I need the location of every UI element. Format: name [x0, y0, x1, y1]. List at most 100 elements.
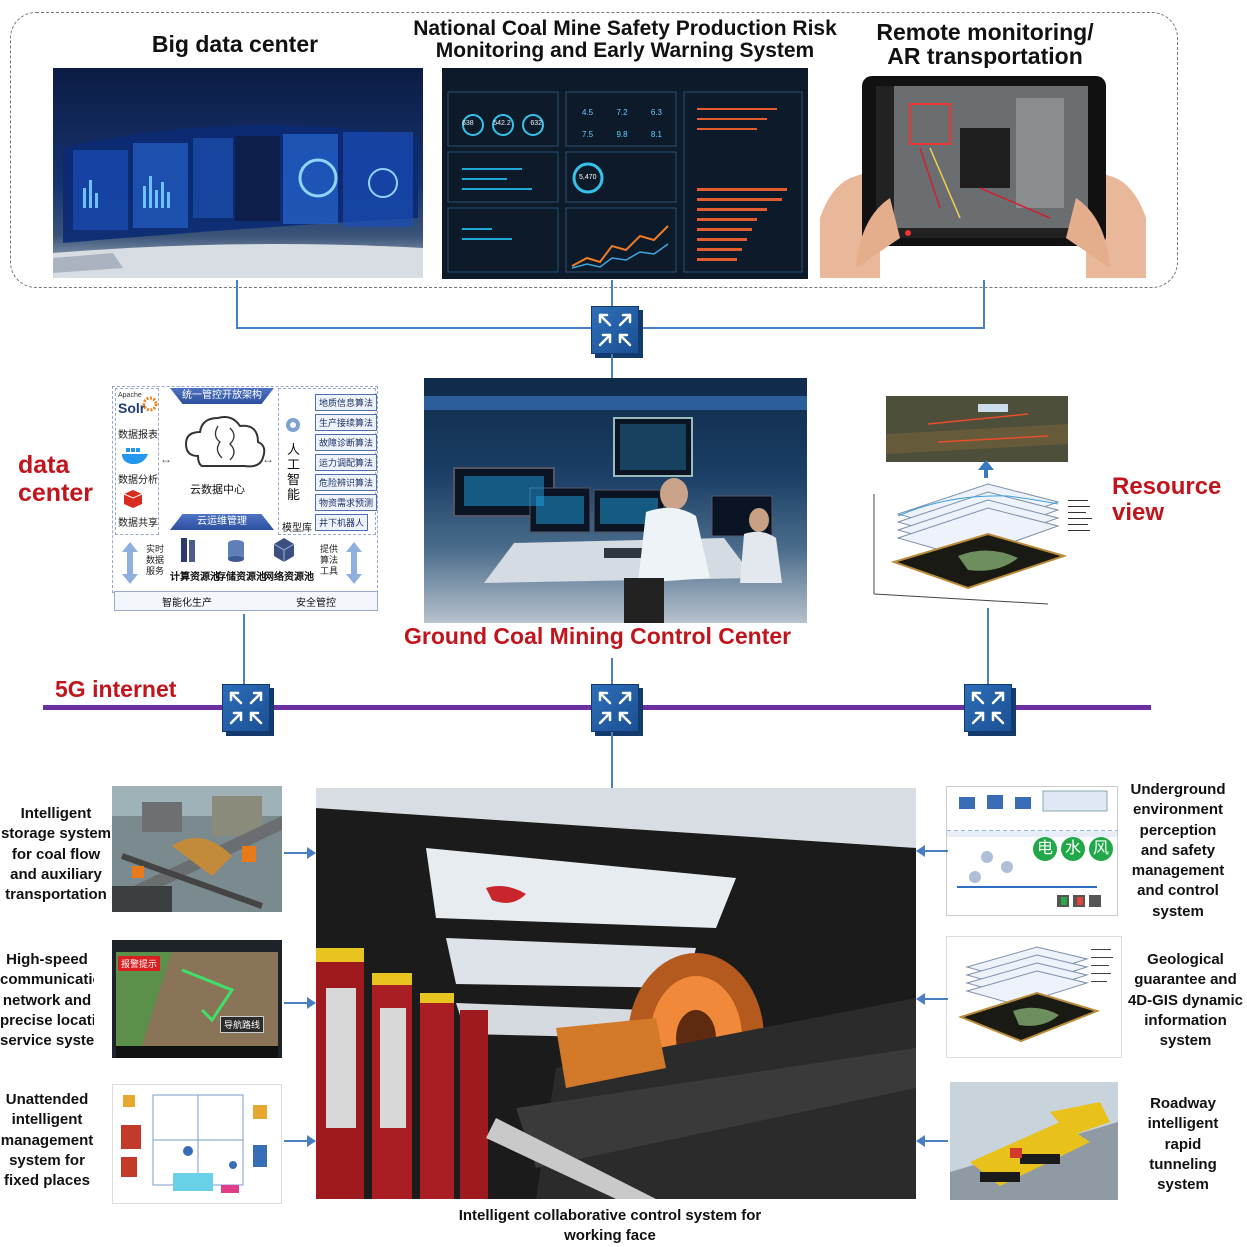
double-arrow-right-icon: ↔: [262, 452, 274, 466]
dash-value-7: 7.5: [582, 130, 594, 139]
switch-left: [222, 684, 270, 732]
video-wall-graphic: [53, 125, 423, 278]
footer-safety-control: 安全管控: [296, 598, 336, 609]
algo-robot: 井下机器人: [315, 514, 369, 531]
arrow-geo-to-face: [916, 993, 948, 1005]
double-arrow-left-icon: ↔: [160, 452, 172, 466]
cloud-brain-icon: [184, 416, 266, 468]
ground-control-center-photo: [424, 378, 807, 623]
unattended-system-image: [112, 1084, 282, 1204]
tablet-graphic: [820, 76, 1146, 278]
switch-arrows-icon: [229, 691, 263, 725]
network-gear-icon: [286, 418, 300, 432]
alarm-tag: 报警提示: [118, 956, 161, 971]
dash-value-2: 542.2: [493, 120, 511, 127]
caption-line2: working face: [564, 1227, 656, 1245]
tunneling-system-image: [950, 1082, 1118, 1200]
control-center-title: Ground Coal Mining Control Center: [404, 623, 792, 649]
risk-title-line1: National Coal Mine Safety Production Ris…: [413, 17, 837, 40]
label-line: Intelligent: [20, 805, 92, 822]
electric-icon: 电: [1033, 837, 1057, 861]
updown-arrow-right-icon: [346, 542, 362, 584]
footer-smart-production: 智能化生产: [162, 598, 212, 609]
algo-hazard: 危险辨识算法: [315, 474, 378, 491]
updown-arrow-left-icon: [122, 542, 138, 584]
unified-arch-bar: 统一管控开放架构: [170, 388, 274, 404]
coal-storage-graphic: [112, 786, 282, 912]
water-icon: 水: [1061, 837, 1085, 861]
wind-icon: 风: [1089, 837, 1113, 861]
dash-value-8: 9.8: [616, 130, 628, 139]
label-line: and safety: [1140, 841, 1216, 859]
label-line: environment: [1132, 801, 1223, 819]
arrow-unattended-to-face: [284, 1135, 316, 1147]
label-line: for coal flow: [11, 845, 101, 863]
algo-fault: 故障诊断算法: [315, 434, 378, 451]
environment-network-graphic: [947, 790, 1117, 907]
label-line: system: [1157, 1176, 1209, 1193]
arrow-tunnel-to-face: [916, 1135, 948, 1147]
switch-arrows-icon: [598, 313, 632, 347]
storage-db-icon: [228, 540, 244, 562]
label-line: management: [1131, 862, 1225, 879]
label-line: High-speed: [6, 951, 88, 968]
label-line: system: [1152, 902, 1204, 920]
cloud-label: 云数据中心: [190, 484, 245, 496]
label-line: 4D-GIS dynamic: [1127, 991, 1244, 1009]
switch-top: [591, 306, 639, 354]
data-center-label: data center: [18, 451, 94, 507]
connector-bigdata: [236, 280, 238, 328]
label-line: network and: [2, 991, 92, 1009]
label-line: system for: [9, 1151, 85, 1169]
remote-monitoring-title: Remote monitoring/ AR transportation: [850, 20, 1120, 68]
ar-tablet-image: [820, 68, 1146, 278]
left-item-report: 数据报表: [118, 430, 158, 441]
risk-monitoring-dashboard: 638 542.2 632 4.5 7.2 6.3 7.5 9.8 8.1 5,…: [442, 68, 808, 279]
big-data-title: Big data center: [151, 31, 319, 57]
label-line: and control: [1137, 882, 1219, 900]
fixed-places-graphic: [121, 1094, 267, 1193]
environment-system-image: 电 水 风: [946, 786, 1118, 916]
data-center-line2: center: [18, 478, 94, 507]
label-line: rapid: [1164, 1135, 1202, 1153]
dash-value-1: 638: [462, 120, 474, 127]
algo-production: 生产接续算法: [315, 414, 378, 431]
route-tag: 导航路线: [220, 1016, 265, 1033]
connector-network-to-face: [611, 732, 613, 788]
model-library-label: 模型库: [282, 523, 312, 534]
label-line: communication: [0, 971, 94, 989]
dash-value-10: 5,470: [579, 174, 597, 181]
switch-arrows-icon: [598, 691, 632, 725]
label-geological-system: Geological guarantee and 4D-GIS dynamic …: [1124, 950, 1247, 1051]
algo-tool-label: 提供算法工具: [320, 544, 339, 576]
dash-value-3: 632: [530, 120, 542, 127]
working-face-photo: [316, 788, 916, 1199]
connector-resource-network: [987, 608, 989, 684]
label-line: information: [1144, 1011, 1227, 1029]
tunneling-machine-graphic: [950, 1082, 1118, 1200]
label-line: intelligent: [11, 1111, 83, 1129]
arrow-comm-to-face: [284, 997, 316, 1009]
coal-shearer-graphic: [316, 788, 916, 1199]
control-room-graphic: [424, 396, 807, 623]
risk-system-title: National Coal Mine Safety Production Ris…: [395, 17, 855, 62]
communication-system-image: 报警提示 导航路线: [112, 940, 282, 1058]
label-line: service system: [0, 1032, 94, 1049]
algo-transport: 运力调配算法: [315, 454, 378, 471]
redis-cube-icon: [123, 490, 143, 508]
connector-datacenter-network: [243, 614, 245, 684]
label-environment-system: Underground environment perception and s…: [1118, 780, 1238, 922]
label-line: Underground: [1130, 781, 1226, 798]
dash-value-6: 6.3: [650, 108, 662, 117]
dash-value-9: 8.1: [650, 130, 662, 139]
label-tunneling-system: Roadway intelligent rapid tunneling syst…: [1124, 1094, 1242, 1195]
solr-sun-icon: [142, 396, 158, 412]
5g-internet-label: 5G internet: [55, 676, 177, 702]
left-item-share: 数据共享: [118, 518, 158, 529]
label-line: transportation: [5, 886, 107, 903]
dash-value-5: 7.2: [616, 108, 628, 117]
solr-logo: Solr: [118, 400, 146, 416]
geo-layers-graphic: [873, 396, 1092, 605]
remote-title-line1: Remote monitoring/: [876, 19, 1094, 45]
label-storage-system: Intelligent storage system for coal flow…: [0, 804, 112, 905]
